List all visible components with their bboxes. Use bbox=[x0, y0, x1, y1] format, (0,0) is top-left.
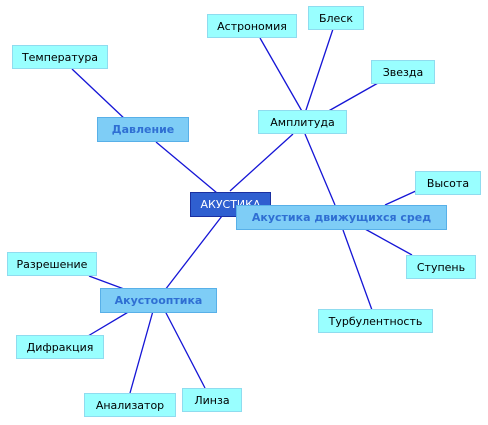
node-shine[interactable]: Блеск bbox=[308, 6, 364, 30]
edge-amplitude-star bbox=[324, 82, 379, 114]
node-analyzer[interactable]: Анализатор bbox=[84, 393, 176, 417]
node-diffraction[interactable]: Дифракция bbox=[16, 335, 104, 359]
edge-optics-analyzer bbox=[129, 310, 154, 394]
edge-central-optics bbox=[164, 215, 223, 291]
edge-amplitude-moving bbox=[304, 133, 336, 206]
node-resolution[interactable]: Разрешение bbox=[7, 252, 97, 276]
edge-optics-resolution bbox=[88, 275, 125, 290]
node-amplitude[interactable]: Амплитуда bbox=[258, 110, 347, 134]
node-pressure[interactable]: Давление bbox=[97, 117, 189, 142]
node-step[interactable]: Ступень bbox=[406, 255, 476, 279]
edge-optics-diffraction bbox=[87, 310, 131, 337]
edge-amplitude-shine bbox=[304, 28, 334, 114]
edge-central-amplitude bbox=[229, 133, 294, 192]
node-turbulence[interactable]: Турбулентность bbox=[318, 309, 433, 333]
edge-moving-step bbox=[364, 228, 413, 256]
node-optics[interactable]: Акустооптика bbox=[100, 288, 217, 313]
edge-optics-lens bbox=[164, 310, 206, 389]
node-temperature[interactable]: Температура bbox=[12, 45, 108, 69]
node-astronomy[interactable]: Астрономия bbox=[207, 14, 297, 38]
edge-central-pressure bbox=[155, 141, 218, 194]
node-height[interactable]: Высота bbox=[415, 171, 481, 195]
node-lens[interactable]: Линза bbox=[182, 388, 242, 412]
node-moving-media[interactable]: Акустика движущихся сред bbox=[236, 205, 447, 230]
edge-pressure-temperature bbox=[71, 68, 128, 122]
edge-amplitude-astronomy bbox=[259, 37, 304, 114]
edge-moving-turbulence bbox=[342, 229, 373, 311]
node-star[interactable]: Звезда bbox=[371, 60, 435, 84]
edge-moving-height bbox=[384, 189, 419, 206]
